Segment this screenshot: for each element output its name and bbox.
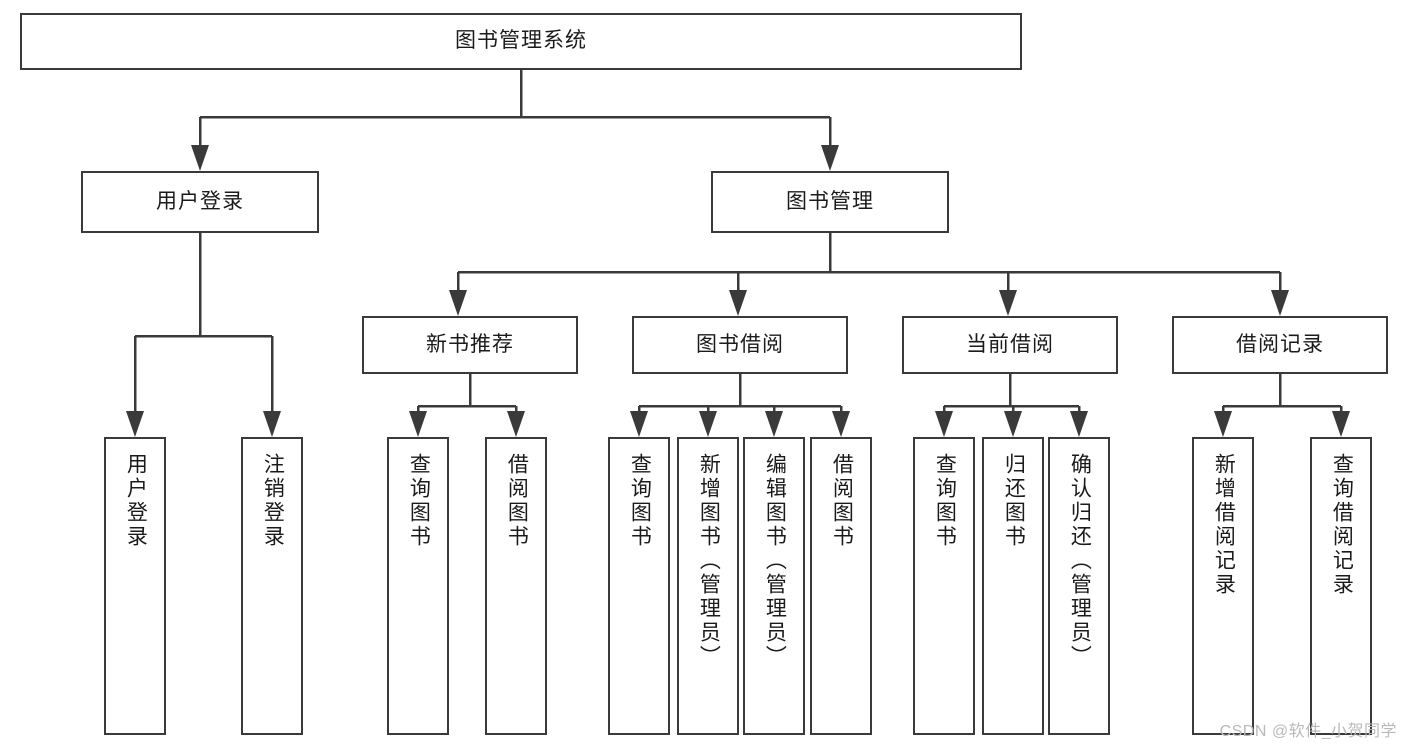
- arrowhead-icon: [699, 411, 717, 437]
- arrowhead-icon: [1214, 411, 1232, 437]
- node-leaf-user-login[interactable]: 用户登录: [104, 437, 166, 735]
- node-leaf-return-book[interactable]: 归还图书: [982, 437, 1044, 735]
- node-label: 查询图书: [628, 453, 652, 549]
- node-leaf-query-book-3[interactable]: 查询图书: [913, 437, 975, 735]
- arrowhead-icon: [999, 290, 1017, 316]
- arrowhead-icon: [821, 145, 839, 171]
- arrowhead-icon: [1271, 290, 1289, 316]
- arrowhead-icon: [191, 145, 209, 171]
- node-borrow-record[interactable]: 借阅记录: [1172, 316, 1388, 374]
- node-leaf-borrow-book-2[interactable]: 借阅图书: [810, 437, 872, 735]
- node-label: 图书管理: [786, 189, 874, 213]
- node-label: 借阅图书: [830, 453, 854, 549]
- node-root[interactable]: 图书管理系统: [20, 13, 1022, 70]
- node-label: 新增图书（管理员）: [697, 453, 721, 669]
- node-label: 借阅图书: [505, 453, 529, 549]
- arrowhead-icon: [1332, 411, 1350, 437]
- node-new-book-rec[interactable]: 新书推荐: [362, 316, 578, 374]
- node-label: 图书借阅: [696, 332, 784, 356]
- arrowhead-icon: [630, 411, 648, 437]
- node-leaf-query-book-2[interactable]: 查询图书: [608, 437, 670, 735]
- node-label: 新增借阅记录: [1212, 453, 1236, 597]
- arrowhead-icon: [409, 411, 427, 437]
- arrowhead-icon: [263, 411, 281, 437]
- node-label: 编辑图书（管理员）: [763, 453, 787, 669]
- node-label: 借阅记录: [1236, 332, 1324, 356]
- arrowhead-icon: [1004, 411, 1022, 437]
- node-book-borrow[interactable]: 图书借阅: [632, 316, 848, 374]
- node-label: 查询图书: [407, 453, 431, 549]
- node-book-manage[interactable]: 图书管理: [711, 171, 949, 233]
- node-leaf-query-record[interactable]: 查询借阅记录: [1310, 437, 1372, 735]
- node-label: 用户登录: [156, 189, 244, 213]
- node-leaf-edit-book[interactable]: 编辑图书（管理员）: [743, 437, 805, 735]
- watermark: CSDN @软件_小贺同学: [1219, 723, 1397, 740]
- node-current-borrow[interactable]: 当前借阅: [902, 316, 1118, 374]
- node-user-login[interactable]: 用户登录: [81, 171, 319, 233]
- node-label: 当前借阅: [966, 332, 1054, 356]
- arrowhead-icon: [832, 411, 850, 437]
- node-leaf-borrow-book-1[interactable]: 借阅图书: [485, 437, 547, 735]
- node-label: 注销登录: [261, 453, 285, 549]
- arrowhead-icon: [507, 411, 525, 437]
- node-label: 新书推荐: [426, 332, 514, 356]
- arrowhead-icon: [449, 290, 467, 316]
- node-leaf-logout[interactable]: 注销登录: [241, 437, 303, 735]
- connector-group: [126, 70, 1350, 437]
- node-label: 确认归还（管理员）: [1068, 453, 1092, 669]
- node-label: 查询借阅记录: [1330, 453, 1354, 597]
- arrowhead-icon: [729, 290, 747, 316]
- node-leaf-confirm-return[interactable]: 确认归还（管理员）: [1048, 437, 1110, 735]
- node-label: 归还图书: [1002, 453, 1026, 549]
- node-label: 查询图书: [933, 453, 957, 549]
- node-leaf-query-book-1[interactable]: 查询图书: [387, 437, 449, 735]
- arrowhead-icon: [935, 411, 953, 437]
- arrowhead-icon: [1070, 411, 1088, 437]
- arrowhead-icon: [765, 411, 783, 437]
- arrowhead-icon: [126, 411, 144, 437]
- node-label: 用户登录: [124, 453, 148, 549]
- node-label: 图书管理系统: [455, 29, 587, 53]
- node-leaf-add-book[interactable]: 新增图书（管理员）: [677, 437, 739, 735]
- node-leaf-add-record[interactable]: 新增借阅记录: [1192, 437, 1254, 735]
